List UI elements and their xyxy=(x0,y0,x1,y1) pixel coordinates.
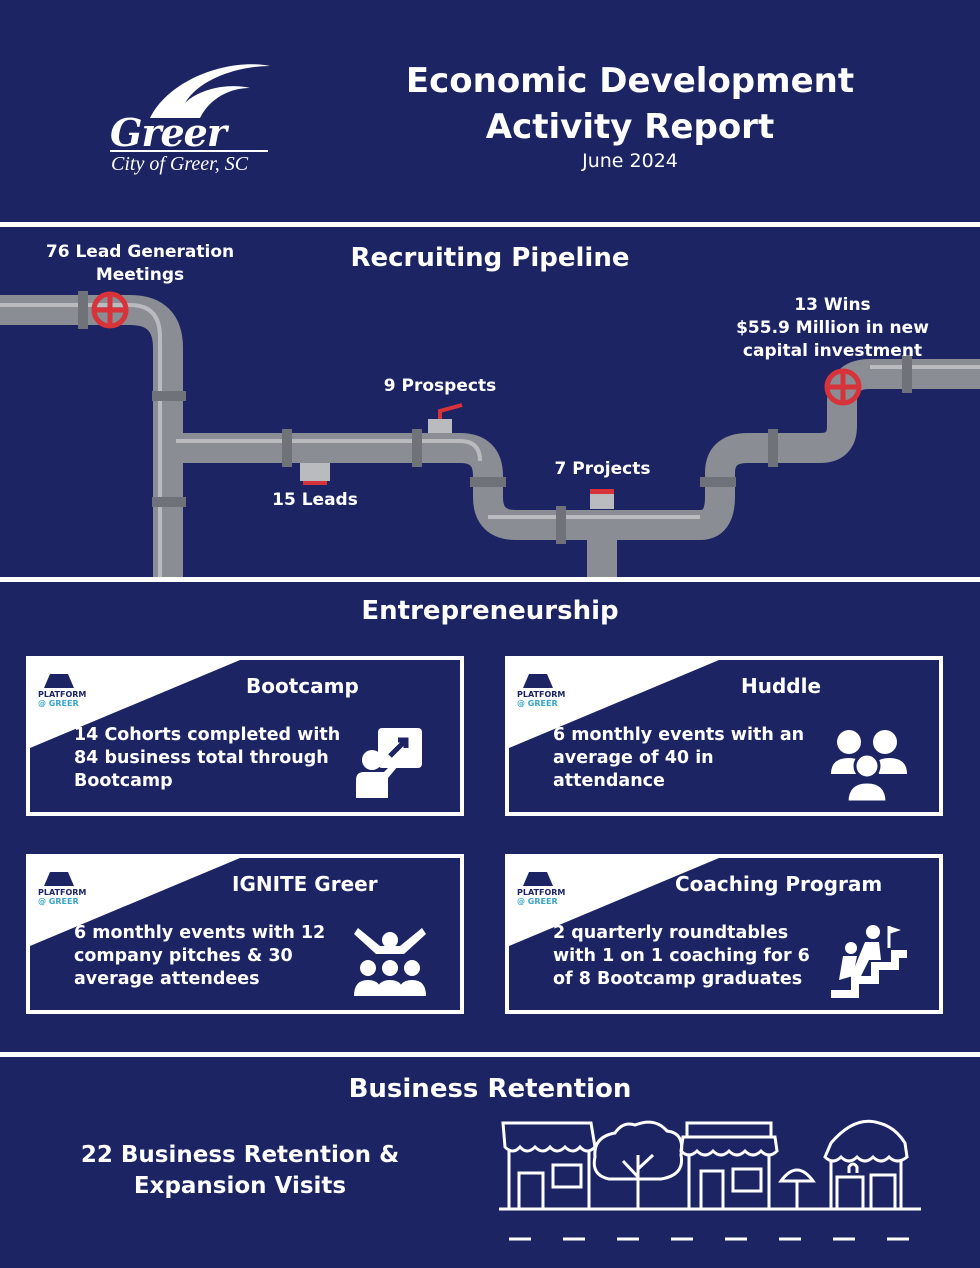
section-divider xyxy=(0,577,980,582)
section-divider xyxy=(0,1052,980,1057)
card-title: IGNITE Greer xyxy=(232,872,378,896)
logo-city: City of Greer, SC xyxy=(111,153,249,175)
logo-rule xyxy=(110,150,268,152)
card-title: Huddle xyxy=(741,674,822,698)
platform-logo: PLATFORM@ GREER xyxy=(38,690,87,708)
train-icon xyxy=(523,674,553,688)
card-body: 2 quarterly roundtables with 1 on 1 coac… xyxy=(553,923,810,989)
platform-logo: PLATFORM@ GREER xyxy=(38,888,87,906)
projects-label: 7 Projects xyxy=(554,459,651,479)
platform-logo: PLATFORM@ GREER xyxy=(517,888,566,906)
train-icon xyxy=(44,872,74,886)
audience-icon xyxy=(354,928,426,996)
train-icon xyxy=(44,674,74,688)
retention-visits: 22 Business Retention & Expansion Visits xyxy=(80,1142,400,1199)
card-bootcamp: PLATFORM@ GREER Bootcamp 14 Cohorts comp… xyxy=(26,656,464,816)
section-divider xyxy=(0,222,980,227)
climb-stairs-icon xyxy=(831,925,907,998)
leads-label: 15 Leads xyxy=(272,490,358,510)
presentation-icon xyxy=(356,728,422,798)
card-coaching-program: PLATFORM@ GREER Coaching Program 2 quart… xyxy=(505,854,943,1014)
retention-title: Business Retention xyxy=(348,1074,632,1104)
entrepreneurship-title: Entrepreneurship xyxy=(361,596,619,626)
storefronts-illustration xyxy=(499,1119,921,1241)
pipeline-title: Recruiting Pipeline xyxy=(350,243,630,273)
page-title: Economic Development Activity Report xyxy=(405,61,855,147)
group-icon xyxy=(831,730,907,802)
card-title: Bootcamp xyxy=(246,674,359,698)
wins-label: 13 Wins $55.9 Million in new capital inv… xyxy=(736,295,929,361)
train-icon xyxy=(523,872,553,886)
logo-swoosh-icon xyxy=(150,64,270,118)
prospects-label: 9 Prospects xyxy=(383,376,497,396)
report-date: June 2024 xyxy=(582,150,678,172)
pipeline-illustration xyxy=(0,291,980,577)
card-title: Coaching Program xyxy=(675,872,883,896)
platform-logo: PLATFORM@ GREER xyxy=(517,690,566,708)
card-body: 6 monthly events with an average of 40 i… xyxy=(553,725,805,791)
meetings-label: 76 Lead Generation Meetings xyxy=(45,242,235,285)
card-ignite-greer: PLATFORM@ GREER IGNITE Greer 6 monthly e… xyxy=(26,854,464,1014)
card-huddle: PLATFORM@ GREER Huddle 6 monthly events … xyxy=(505,656,943,816)
card-body: 14 Cohorts completed with 84 business to… xyxy=(74,725,341,791)
logo-wordmark: Greer xyxy=(110,110,227,155)
card-body: 6 monthly events with 12 company pitches… xyxy=(74,923,326,989)
